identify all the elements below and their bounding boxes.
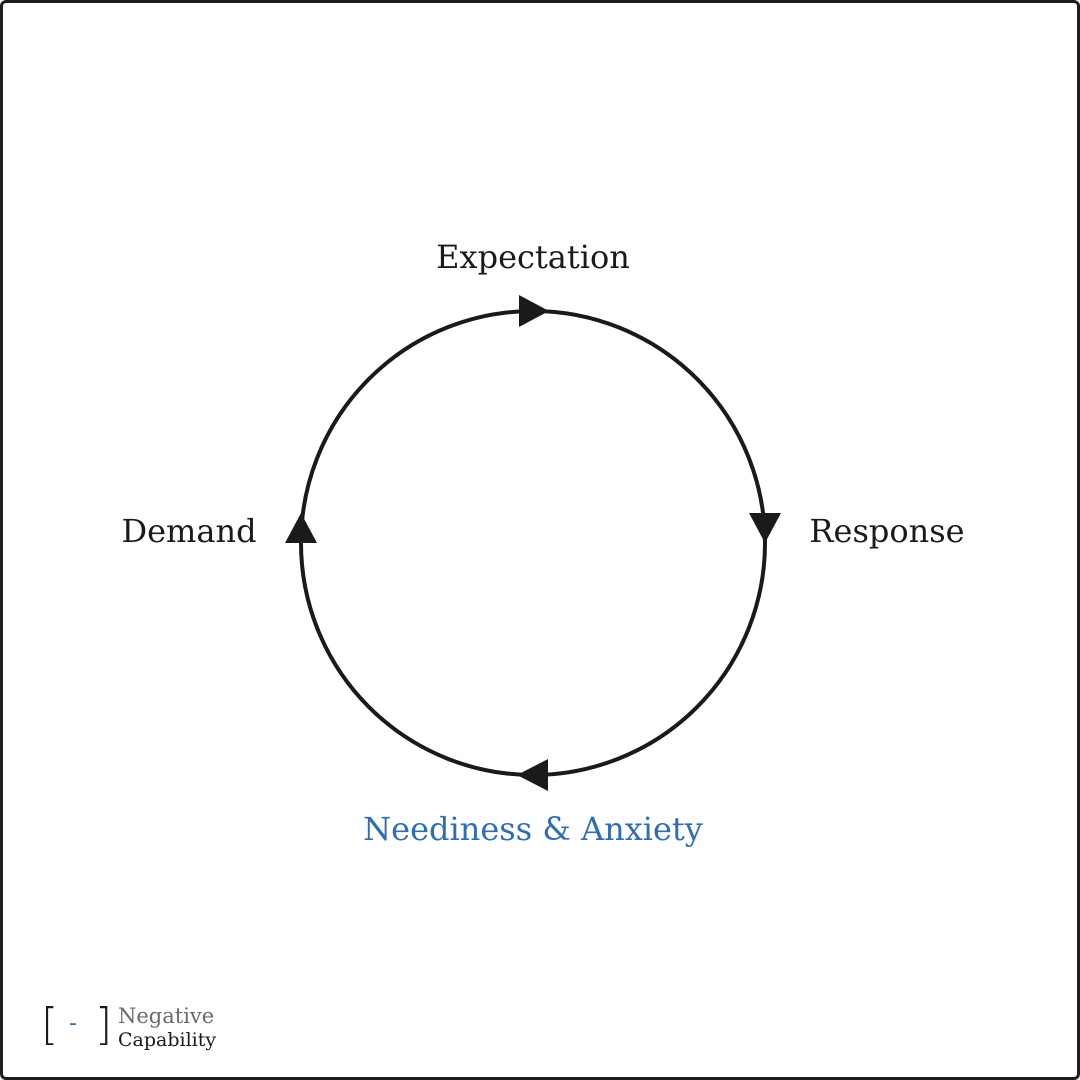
node-label-neediness-anxiety: Neediness & Anxiety (363, 810, 703, 848)
cycle-circle (299, 309, 767, 777)
arrow-expectation-to-response (749, 513, 781, 543)
arrow-response-to-neediness (517, 759, 548, 791)
arrow-neediness-to-demand (285, 513, 317, 543)
logo-open-bracket: [ (41, 999, 59, 1050)
logo-dash: - (69, 1011, 77, 1036)
node-label-demand: Demand (121, 512, 257, 550)
arrow-demand-to-expectation (519, 295, 549, 327)
logo-close-bracket: ] (95, 999, 113, 1050)
brand-logo: [ - ] Negative Capability (41, 1003, 241, 1053)
logo-wordmark-negative: Negative (118, 1004, 215, 1028)
node-label-expectation: Expectation (436, 238, 630, 276)
cycle-diagram (285, 295, 781, 791)
logo-wordmark-capability: Capability (118, 1029, 217, 1051)
node-label-response: Response (809, 512, 965, 550)
